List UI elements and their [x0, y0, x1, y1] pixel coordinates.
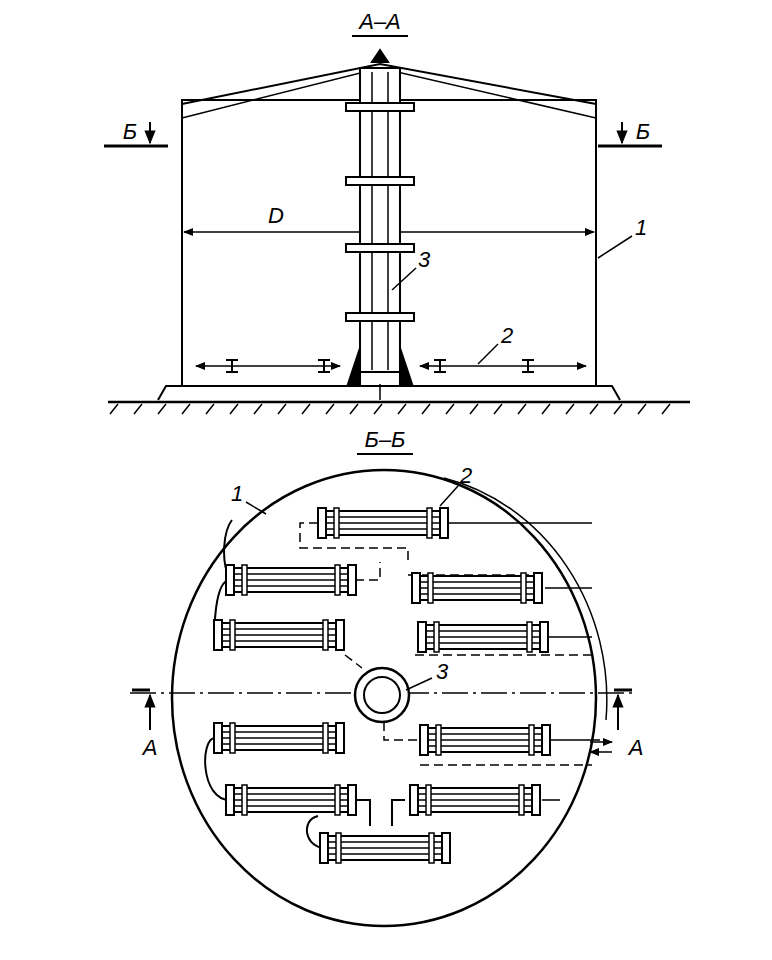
section-title: А–А — [359, 11, 401, 33]
title-underline — [357, 453, 413, 455]
callout-number: 2 — [501, 325, 513, 347]
section-letter: Б — [123, 121, 137, 143]
title-underline — [352, 35, 408, 37]
foundation — [158, 386, 620, 400]
ground-hatch — [110, 404, 670, 414]
section-arrow — [149, 695, 151, 730]
callout-number: 1 — [231, 483, 243, 505]
section-title: Б–Б — [365, 429, 406, 451]
tank-wall — [172, 470, 596, 926]
section-letter: А — [629, 737, 644, 759]
section-mark — [104, 145, 168, 148]
callout-number: 3 — [436, 661, 448, 683]
column-flange — [346, 313, 414, 321]
dimension-label: D — [268, 205, 284, 227]
column-flange — [346, 103, 414, 111]
callout-number: 1 — [635, 217, 647, 239]
section-arrow — [617, 695, 619, 730]
column-flange — [346, 244, 414, 252]
leader-line — [598, 236, 632, 258]
roof-vent — [372, 50, 388, 62]
heater-link — [205, 520, 405, 848]
callout-number: 3 — [418, 249, 430, 271]
ground-line — [108, 401, 690, 404]
heater-section — [420, 365, 586, 367]
section-arrow — [621, 122, 623, 143]
leader-line — [406, 678, 432, 690]
steam-pipe — [448, 523, 600, 800]
column-base — [348, 348, 412, 384]
leader-line — [392, 268, 416, 290]
heater-section — [196, 365, 340, 367]
inlet-arrow — [590, 751, 612, 753]
column-flange — [346, 177, 414, 185]
section-letter: А — [143, 737, 158, 759]
heater-group — [214, 508, 550, 863]
section-arrow — [149, 122, 151, 143]
central-column — [360, 68, 400, 372]
section-mark — [598, 145, 662, 148]
column-plan — [355, 668, 409, 722]
section-letter: Б — [636, 121, 650, 143]
leader-line — [246, 502, 266, 514]
outlet-arrow — [590, 741, 612, 743]
leader-line — [440, 486, 458, 506]
callout-number: 2 — [460, 465, 472, 487]
heater-support — [226, 360, 534, 372]
leader-line — [478, 344, 498, 364]
